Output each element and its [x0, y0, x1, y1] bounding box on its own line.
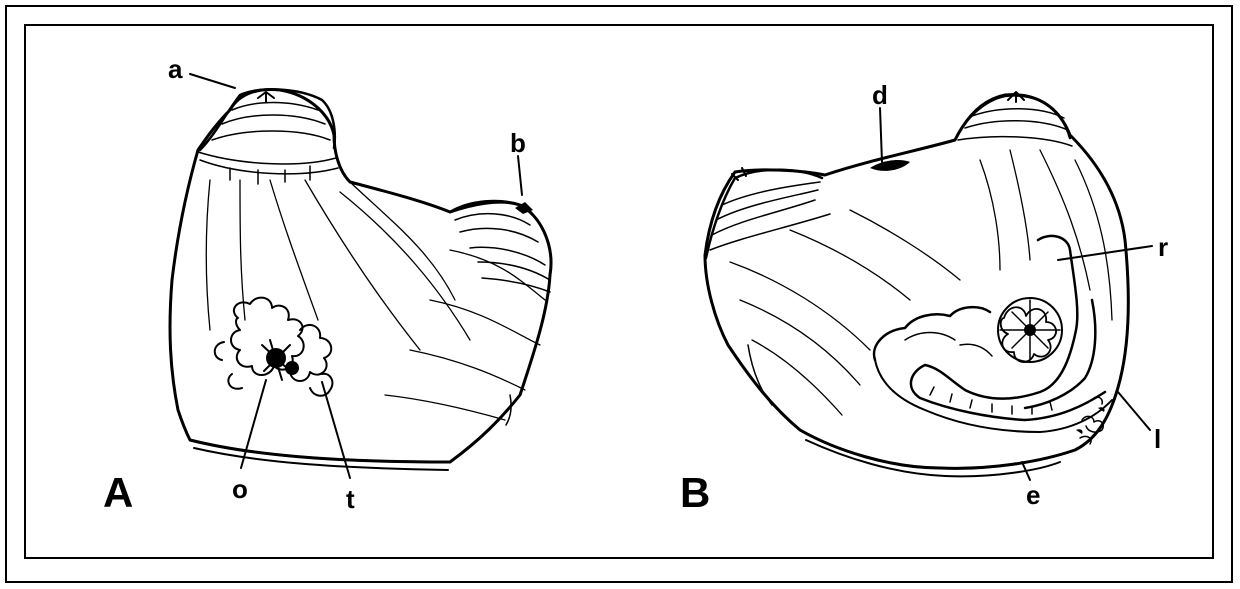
specimen-b [705, 92, 1128, 476]
base-a [190, 440, 450, 462]
rosette-b [998, 298, 1062, 362]
callout-e: e [1026, 480, 1040, 510]
siphon-top-b [955, 95, 1070, 140]
specimen-a-body [170, 90, 551, 462]
callout-l: l [1154, 424, 1161, 454]
panel-label-a: A [103, 469, 133, 516]
callout-t: t [346, 484, 355, 514]
base-b [800, 430, 1075, 468]
callout-a: a [168, 54, 183, 84]
panel-label-b: B [680, 469, 710, 516]
callout-d: d [872, 80, 888, 110]
specimen-a [170, 89, 551, 470]
callout-r: r [1158, 232, 1168, 262]
callout-o: o [232, 474, 248, 504]
tube-b [911, 236, 1105, 420]
callout-b: b [510, 128, 526, 158]
